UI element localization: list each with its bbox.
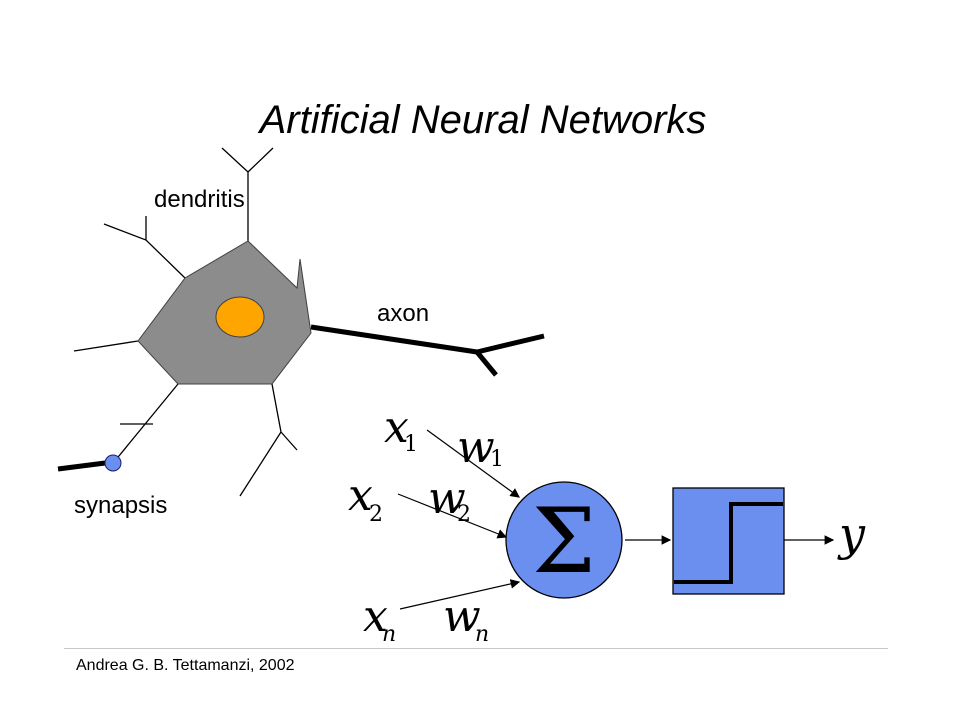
input-xn: x [363, 591, 388, 642]
footer-credit: Andrea G. B. Tettamanzi, 2002 [76, 657, 295, 674]
dendrite-left [73, 340, 139, 352]
synapse [104, 454, 122, 472]
dendrite-upper-left [103, 216, 186, 279]
weight-wn-sub: n [475, 622, 489, 647]
dendrite-lower-right [239, 383, 298, 497]
weight-wn: w [443, 591, 481, 642]
input-arrow-2 [397, 493, 508, 539]
weight-w2-sub: 2 [457, 502, 471, 527]
footer-divider [64, 648, 888, 649]
synapse-axon [57, 459, 114, 472]
slide-title: Artificial Neural Networks [259, 98, 707, 142]
output-y: y [837, 507, 866, 561]
input-x1: x [384, 402, 409, 453]
input-xn-sub: n [382, 622, 396, 647]
dendrites-label: dendritis [154, 186, 245, 213]
synapse-label: synapsis [74, 492, 168, 519]
dendrite-lower-left [113, 383, 179, 463]
axon-terminal [475, 333, 545, 377]
nucleus [215, 296, 265, 338]
weight-w1-sub: 1 [490, 447, 504, 472]
axon-label: axon [377, 300, 430, 327]
sum-symbol: Σ [532, 489, 596, 594]
dendrite-top [221, 147, 274, 241]
summation-node [505, 481, 623, 599]
axon [310, 324, 478, 355]
input-arrow-n [399, 579, 521, 610]
input-arrow-1 [426, 429, 520, 498]
weight-w2: w [428, 473, 466, 524]
input-x2-sub: 2 [369, 502, 383, 527]
weight-w1: w [457, 422, 495, 473]
input-x2: x [348, 470, 373, 521]
input-x1-sub: 1 [404, 432, 418, 457]
step-function-curve [674, 502, 783, 584]
